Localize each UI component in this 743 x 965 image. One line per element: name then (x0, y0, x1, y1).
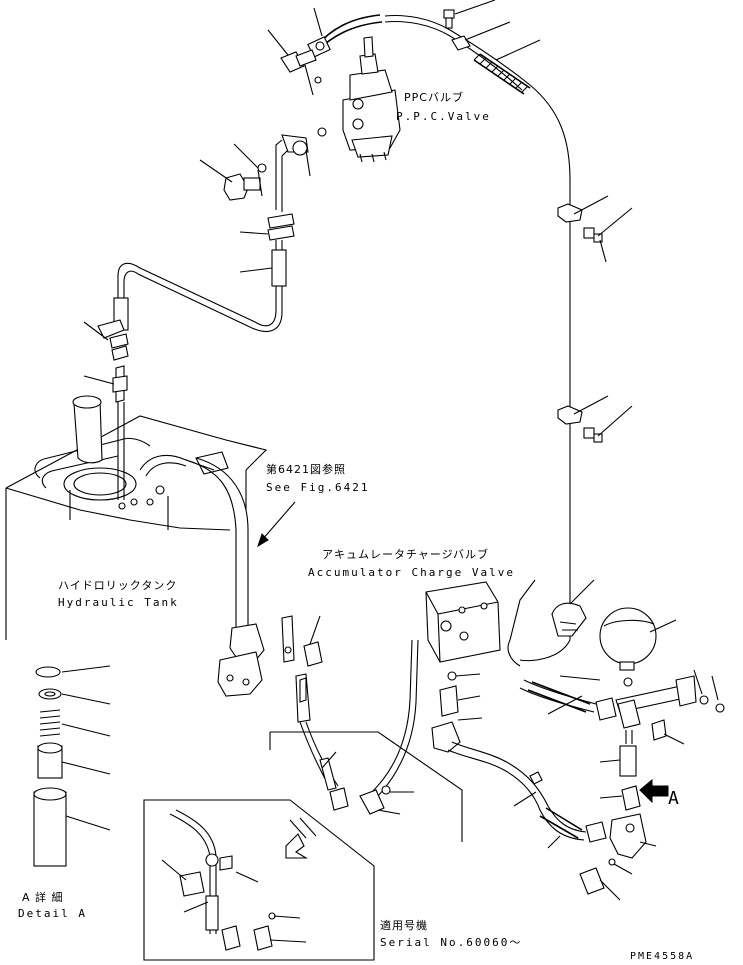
charge-hose-right (447, 741, 607, 849)
pilot-line-right (384, 0, 571, 667)
return-hose (185, 457, 265, 697)
accumulator-charge-valve (425, 581, 501, 753)
ppc-hose-top (267, 7, 383, 96)
serial-label-en: Serial No.60060～ (380, 936, 523, 949)
hydraulic-tank-label-en: Hydraulic Tank (58, 596, 179, 609)
serial-detail-parts (161, 809, 307, 951)
hydraulic-tank-label-jp: ハイドロリックタンク (58, 579, 178, 592)
ppc-valve-label-jp: PPCバルブ (404, 91, 464, 104)
view-arrow-a (639, 778, 669, 804)
see-fig-label-jp: 第6421図参照 (266, 463, 346, 476)
hydraulic-tank (5, 395, 268, 640)
pilot-tube-loop (83, 262, 283, 500)
accumulator-valve-label-en: Accumulator Charge Valve (308, 566, 515, 579)
detail-a-label-en: Detail A (18, 907, 87, 920)
view-arrow-a-label: A (668, 788, 679, 809)
serial-detail-box (143, 731, 463, 961)
accumulator-valve-label-jp: アキュムレータチャージバルブ (322, 548, 490, 561)
detail-a-label-jp: A 詳 細 (22, 891, 64, 904)
ppc-left-fittings (199, 127, 327, 287)
serial-label-jp: 適用号機 (380, 919, 428, 932)
detail-a-parts (33, 665, 111, 867)
left-fitting-group (281, 615, 414, 815)
ppc-valve-label-en: P.P.C.Valve (396, 110, 491, 123)
ppc-valve-body (342, 36, 401, 163)
accumulator-assembly (519, 579, 725, 901)
clamp-upper (557, 195, 633, 263)
see-fig-arrowhead (257, 533, 269, 548)
clamp-lower (557, 395, 633, 443)
charge-hose-left (371, 639, 419, 797)
see-fig-leader (261, 501, 296, 541)
see-fig-label-en: See Fig.6421 (266, 481, 370, 494)
drawing-code: PME4558A (630, 951, 695, 962)
